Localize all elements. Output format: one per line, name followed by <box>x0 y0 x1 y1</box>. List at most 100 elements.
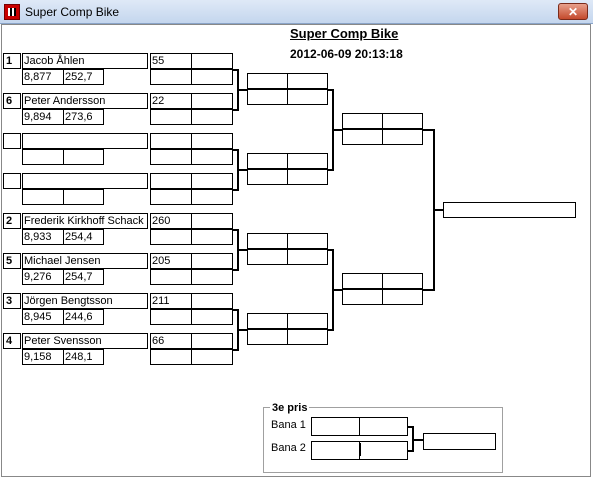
semi-match1-a[interactable] <box>342 113 383 129</box>
driver-name-field[interactable] <box>22 173 148 189</box>
reaction-time-field[interactable]: 9,894 <box>22 109 64 125</box>
reaction-time-field[interactable]: 8,877 <box>22 69 64 85</box>
time-extra-field[interactable] <box>191 189 233 205</box>
seed-box[interactable] <box>3 133 21 149</box>
score-extra-field[interactable] <box>191 293 233 309</box>
score-field[interactable]: 260 <box>150 213 192 229</box>
score-field[interactable]: 205 <box>150 253 192 269</box>
third-lane2-time-field[interactable] <box>311 441 360 460</box>
speed-field[interactable]: 244,6 <box>63 309 104 325</box>
round2-match3-b[interactable] <box>287 233 328 249</box>
score-extra-field[interactable] <box>191 133 233 149</box>
reaction-time-field[interactable]: 8,945 <box>22 309 64 325</box>
speed-field[interactable]: 254,7 <box>63 269 104 285</box>
round2-match4-b[interactable] <box>287 313 328 329</box>
seed-box[interactable]: 6 <box>3 93 21 109</box>
score-field[interactable] <box>150 173 192 189</box>
time-field[interactable] <box>150 109 192 125</box>
driver-name-field[interactable] <box>22 133 148 149</box>
time-field[interactable] <box>150 269 192 285</box>
round2-match2-b[interactable] <box>287 153 328 169</box>
seed-box[interactable]: 1 <box>3 53 21 69</box>
speed-field[interactable]: 273,6 <box>63 109 104 125</box>
connector <box>328 89 334 91</box>
third-lane2-speed-field[interactable] <box>359 441 408 460</box>
connector <box>233 109 239 111</box>
round2-match4-d[interactable] <box>287 329 328 345</box>
time-field[interactable] <box>150 69 192 85</box>
third-place-winner-field[interactable] <box>423 433 496 450</box>
time-extra-field[interactable] <box>191 269 233 285</box>
reaction-time-field[interactable]: 8,933 <box>22 229 64 245</box>
time-extra-field[interactable] <box>191 229 233 245</box>
reaction-time-field[interactable]: 9,158 <box>22 349 64 365</box>
score-field[interactable]: 22 <box>150 93 192 109</box>
score-field[interactable] <box>150 133 192 149</box>
semi-match2-d[interactable] <box>382 289 423 305</box>
semi-match1-d[interactable] <box>382 129 423 145</box>
connector <box>332 129 342 131</box>
round2-match3-c[interactable] <box>247 249 288 265</box>
driver-name-field[interactable]: Peter Andersson <box>22 93 148 109</box>
score-field[interactable]: 66 <box>150 333 192 349</box>
round2-match1-c[interactable] <box>247 89 288 105</box>
speed-field[interactable] <box>63 189 104 205</box>
round2-match2-c[interactable] <box>247 169 288 185</box>
driver-name-field[interactable]: Jacob Åhlen <box>22 53 148 69</box>
reaction-time-field[interactable] <box>22 189 64 205</box>
score-extra-field[interactable] <box>191 253 233 269</box>
semi-match2-c[interactable] <box>342 289 383 305</box>
semi-match2-a[interactable] <box>342 273 383 289</box>
time-field[interactable] <box>150 349 192 365</box>
round2-match3-d[interactable] <box>287 249 328 265</box>
semi-match1-c[interactable] <box>342 129 383 145</box>
time-extra-field[interactable] <box>191 309 233 325</box>
round2-match1-a[interactable] <box>247 73 288 89</box>
reaction-time-field[interactable]: 9,276 <box>22 269 64 285</box>
time-field[interactable] <box>150 309 192 325</box>
score-extra-field[interactable] <box>191 93 233 109</box>
round2-match2-a[interactable] <box>247 153 288 169</box>
speed-field[interactable] <box>63 149 104 165</box>
third-lane1-time-field[interactable] <box>311 417 360 436</box>
close-button[interactable]: ✕ <box>558 3 588 20</box>
round2-match1-d[interactable] <box>287 89 328 105</box>
seed-box[interactable] <box>3 173 21 189</box>
score-field[interactable]: 211 <box>150 293 192 309</box>
seed-box[interactable]: 3 <box>3 293 21 309</box>
reaction-time-field[interactable] <box>22 149 64 165</box>
third-lane1-speed-field[interactable] <box>359 417 408 436</box>
driver-name-field[interactable]: Michael Jensen <box>22 253 148 269</box>
semi-match2-b[interactable] <box>382 273 423 289</box>
round2-match3-a[interactable] <box>247 233 288 249</box>
seed-box[interactable]: 5 <box>3 253 21 269</box>
score-extra-field[interactable] <box>191 333 233 349</box>
round2-match2-d[interactable] <box>287 169 328 185</box>
driver-name-field[interactable]: Jörgen Bengtsson <box>22 293 148 309</box>
score-field[interactable]: 55 <box>150 53 192 69</box>
time-extra-field[interactable] <box>191 109 233 125</box>
connector <box>328 249 334 251</box>
time-field[interactable] <box>150 189 192 205</box>
time-extra-field[interactable] <box>191 349 233 365</box>
score-extra-field[interactable] <box>191 173 233 189</box>
driver-name-field[interactable]: Frederik Kirkhoff Schack <box>22 213 148 229</box>
driver-name-field[interactable]: Peter Svensson <box>22 333 148 349</box>
time-field[interactable] <box>150 149 192 165</box>
score-extra-field[interactable] <box>191 53 233 69</box>
seed-box[interactable]: 4 <box>3 333 21 349</box>
round2-match4-c[interactable] <box>247 329 288 345</box>
score-extra-field[interactable] <box>191 213 233 229</box>
round2-match4-a[interactable] <box>247 313 288 329</box>
seed-box[interactable]: 2 <box>3 213 21 229</box>
speed-field[interactable]: 252,7 <box>63 69 104 85</box>
time-extra-field[interactable] <box>191 69 233 85</box>
final-winner-field[interactable] <box>443 202 576 218</box>
round2-match1-b[interactable] <box>287 73 328 89</box>
speed-field[interactable]: 248,1 <box>63 349 104 365</box>
time-extra-field[interactable] <box>191 149 233 165</box>
semi-match1-b[interactable] <box>382 113 423 129</box>
connector <box>328 169 334 171</box>
time-field[interactable] <box>150 229 192 245</box>
speed-field[interactable]: 254,4 <box>63 229 104 245</box>
